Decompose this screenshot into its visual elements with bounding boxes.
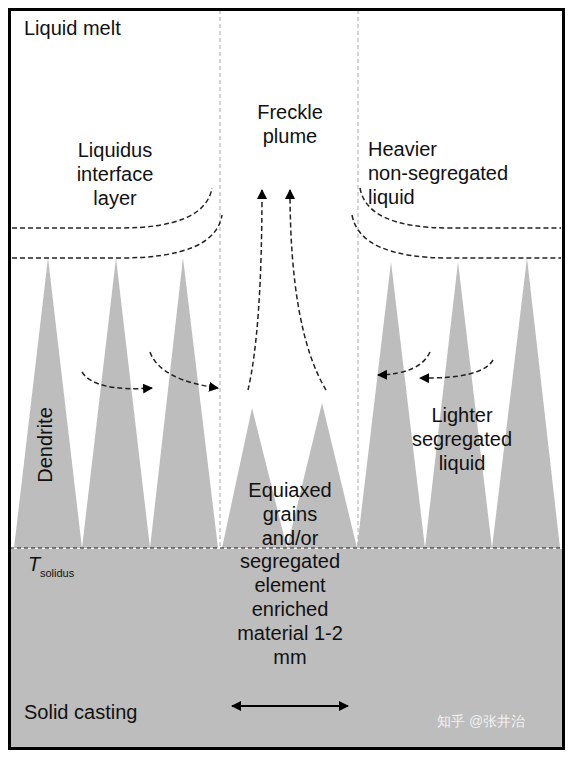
temperature-symbol: T	[28, 553, 40, 576]
dendrite-shape	[492, 258, 560, 548]
dendrite-shape	[425, 262, 492, 548]
plume-arrow	[248, 190, 262, 390]
dendrite-shape	[14, 258, 82, 548]
plume-arrow	[290, 190, 326, 390]
region-label: Freckle plume	[245, 100, 335, 148]
dendrite-outline	[14, 258, 82, 548]
region-label: Liquid melt	[24, 17, 121, 40]
flow-arrow	[82, 372, 152, 389]
dendrite-shape	[357, 262, 425, 548]
liquidus-layer-line	[352, 215, 561, 258]
equiaxed-grain	[287, 403, 357, 548]
temperature-subscript: solidus	[40, 567, 74, 579]
watermark: 知乎 @张井治	[437, 713, 525, 731]
region-label: Lighter segregated liquid	[407, 403, 517, 475]
plume-boundary	[220, 10, 221, 548]
dendrite-shape	[150, 258, 218, 548]
flow-arrow	[420, 360, 493, 378]
dendrite-label: Dendrite	[34, 407, 57, 483]
frame-border	[10, 10, 564, 749]
flow-arrow	[378, 352, 430, 375]
region-label: Liquidus interface layer	[55, 138, 175, 210]
band-label: Solid casting	[24, 701, 137, 724]
flow-arrow	[150, 352, 218, 388]
liquidus-layer-line	[12, 188, 212, 228]
dendrite-shape	[82, 258, 150, 548]
dendrite-node: Dendrite	[14, 258, 82, 548]
region-label: Heavier non-segregated liquid	[368, 137, 518, 209]
plume-boundary	[358, 10, 359, 548]
liquidus-layer-line	[12, 215, 222, 258]
region-label: Equiaxed grains and/or segregated elemen…	[235, 479, 345, 669]
